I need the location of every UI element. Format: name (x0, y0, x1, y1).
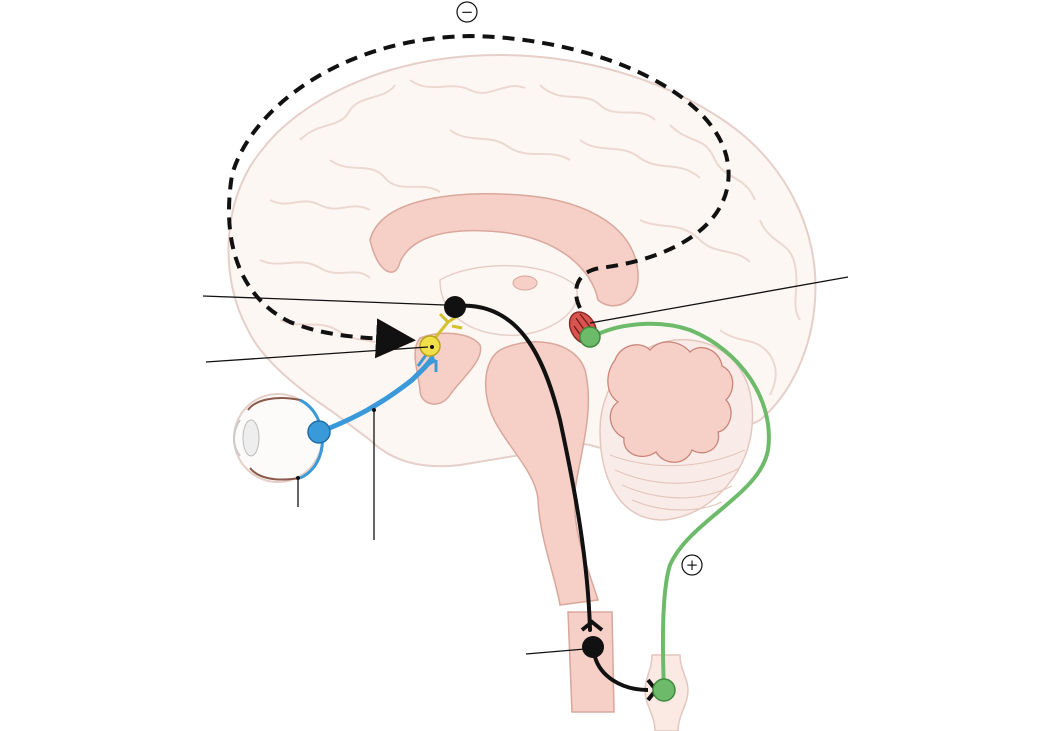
leader-line-pineal (589, 276, 849, 324)
intermediolateral-cell-neuron (582, 636, 604, 658)
superior-cervical-ganglion-neuron (652, 678, 676, 702)
paraventricular-to-spinal-pathway (453, 303, 592, 632)
interthalamic-adhesion (512, 275, 538, 291)
leader-lines (202, 276, 849, 655)
cerebellum (599, 338, 754, 521)
thalamus (439, 264, 578, 337)
retinohypothalamic-synapse (416, 354, 438, 372)
arbor-vitae (607, 341, 734, 463)
leader-dot-tract (372, 408, 376, 412)
spinal-cord-segment (567, 611, 615, 713)
pineal-gland-icon (568, 311, 601, 348)
spinal-synapse (580, 619, 604, 632)
inhibitory-sign-text: − (461, 3, 474, 21)
brainstem (484, 341, 599, 606)
paraventricular-nucleus-neuron (444, 296, 466, 318)
melatonin-feedback-loop (227, 33, 731, 359)
retinal-ganglion-cell (307, 420, 331, 444)
corpus-callosum (369, 193, 639, 307)
gyri-lines (259, 79, 801, 396)
leader-line-spinal (525, 648, 586, 655)
leader-line-scn (205, 346, 429, 363)
postganglionic-fiber (590, 321, 771, 692)
excitatory-sign-text: + (686, 556, 699, 574)
excitatory-sign: + (681, 554, 703, 576)
suprachiasmatic-nucleus-neuron (419, 312, 463, 357)
preganglionic-fiber (593, 656, 649, 692)
inhibitory-sign: − (456, 1, 478, 23)
leader-line-paraventricular (202, 295, 446, 306)
leader-dot-retina (296, 476, 300, 480)
